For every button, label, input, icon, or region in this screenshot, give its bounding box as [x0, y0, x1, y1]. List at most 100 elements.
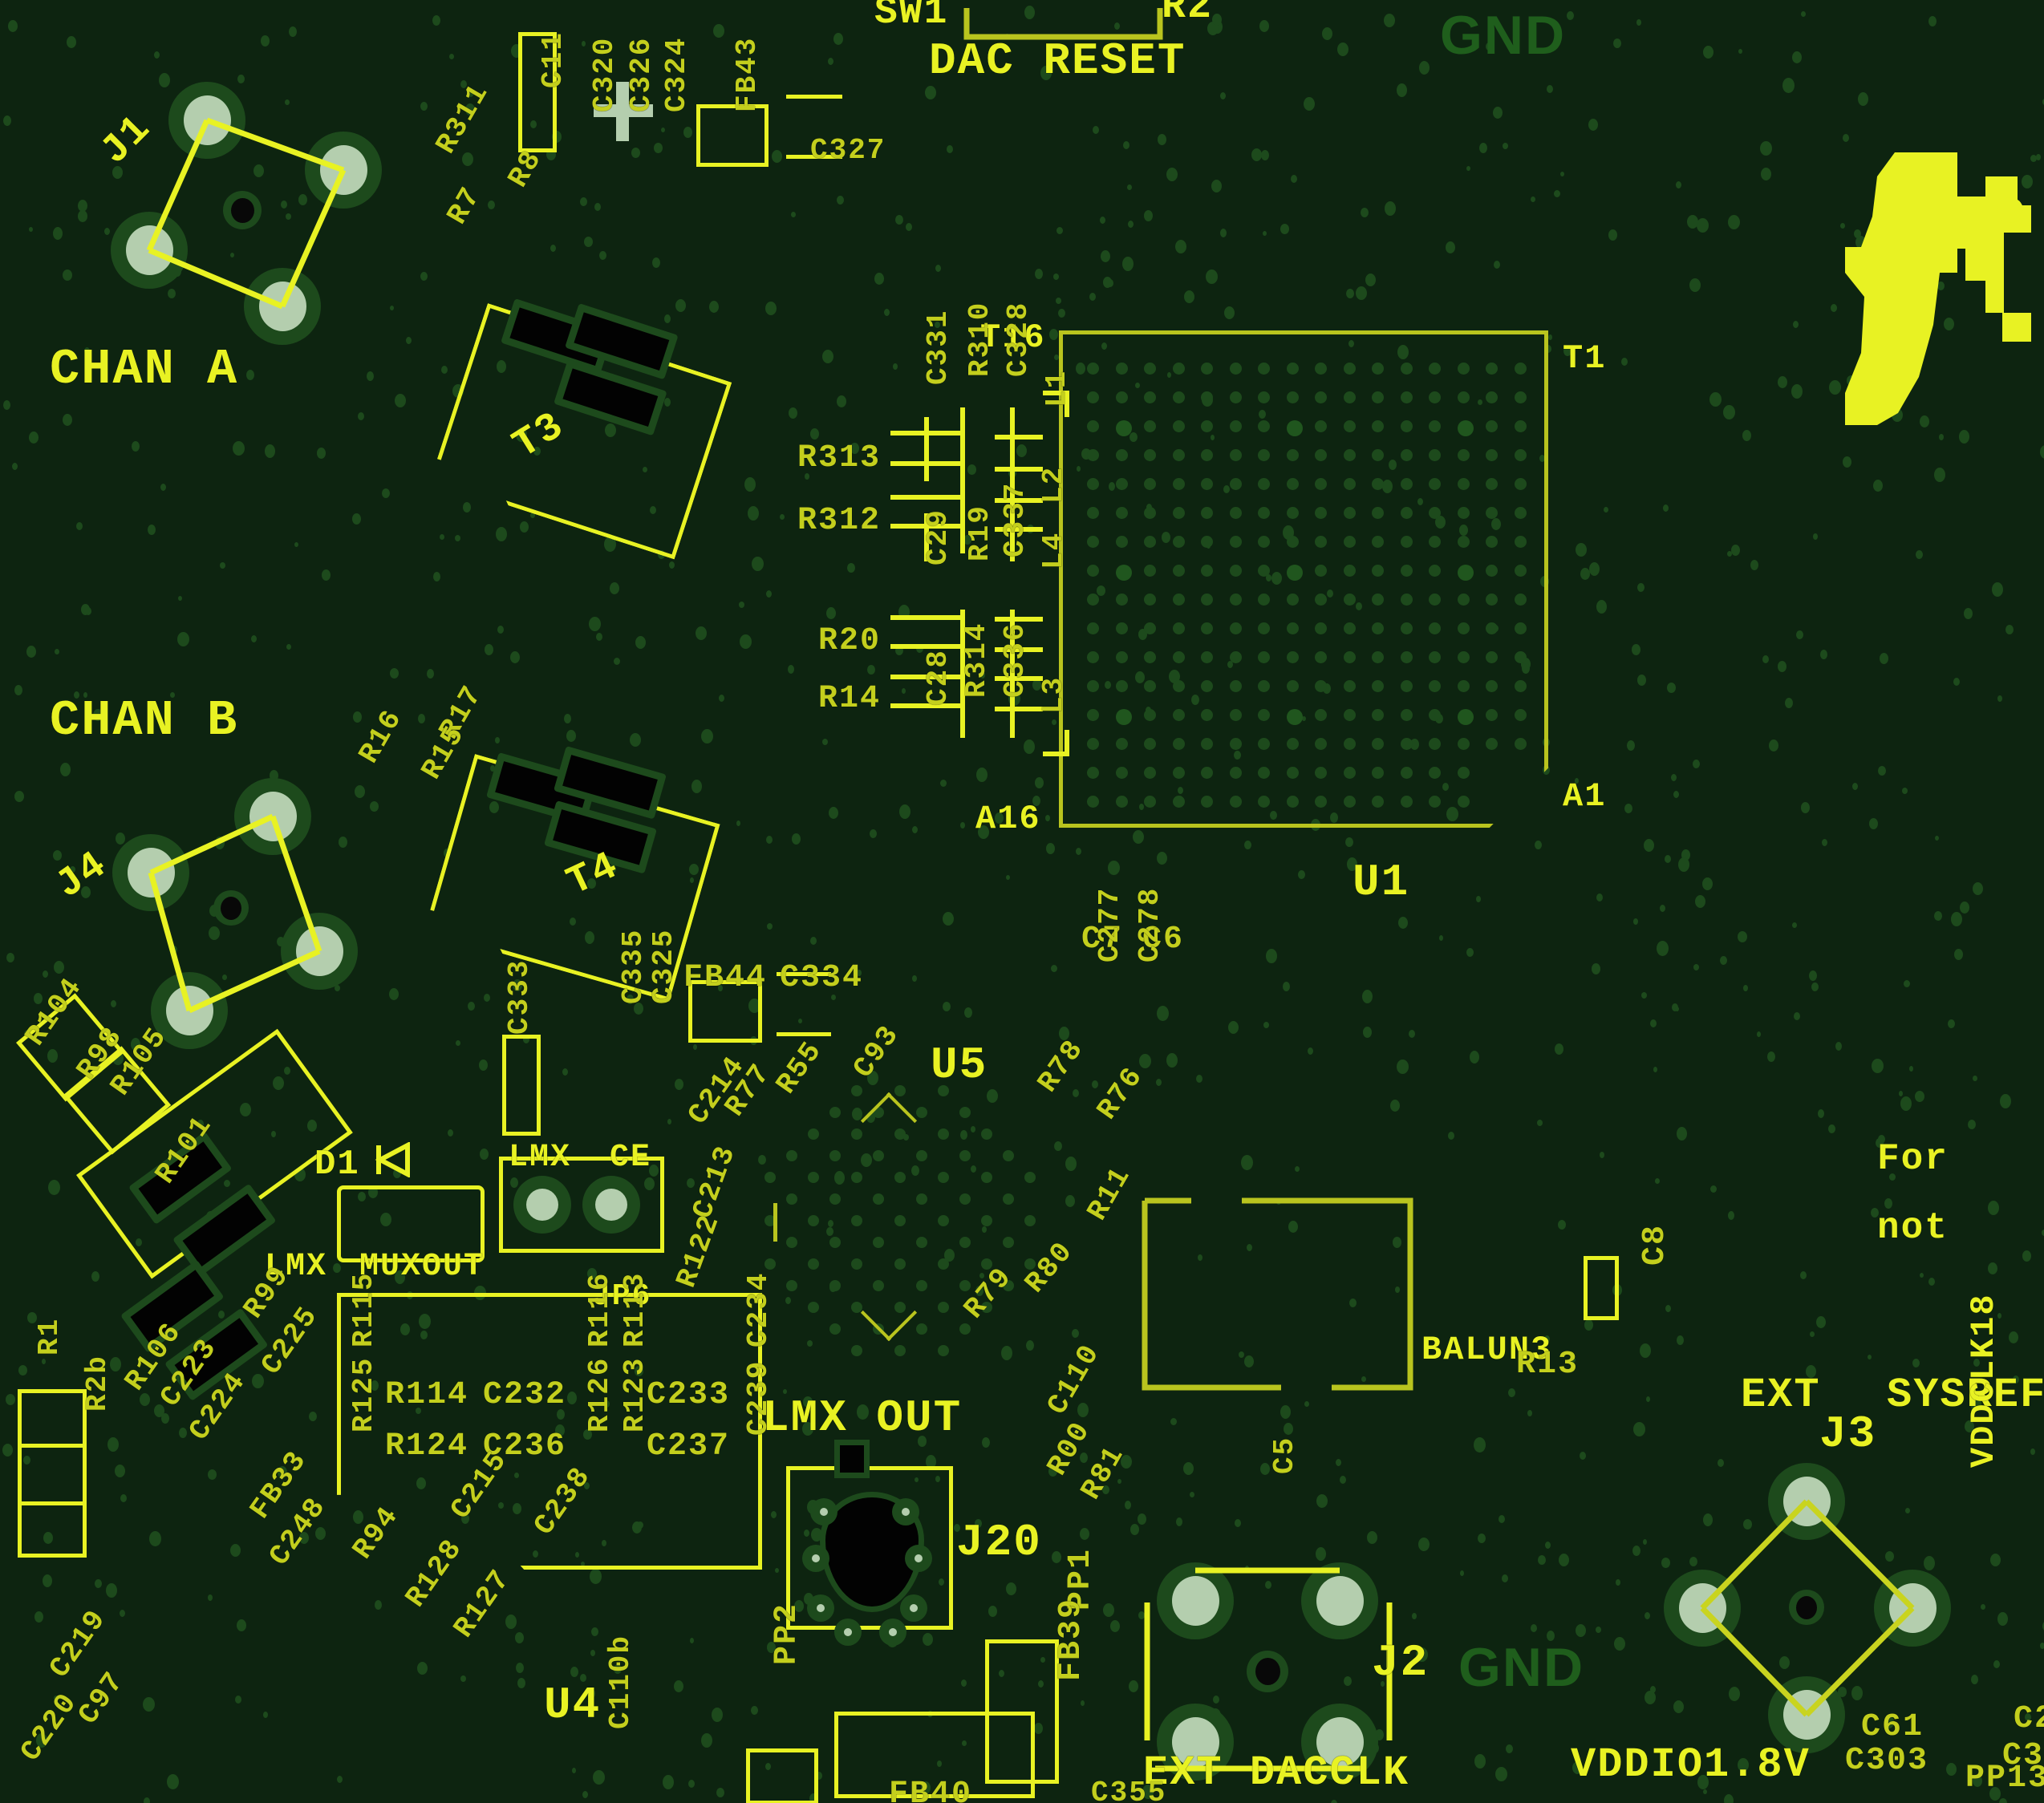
passive-label-r80: R80: [1018, 1234, 1081, 1300]
passive-label-c336: C336: [999, 622, 1032, 698]
passive-label-c239: C239: [742, 1359, 775, 1436]
passive-label-c234: C234: [742, 1271, 775, 1347]
j3-pad-2[interactable]: [1664, 1570, 1741, 1647]
net-label-gnd-bottom: GND: [1458, 1637, 1585, 1698]
refdes-t16: T16: [980, 318, 1046, 357]
j1-pad-3[interactable]: [111, 212, 188, 289]
passive-label-r76: R76: [1090, 1060, 1150, 1126]
passive-label-r79: R79: [957, 1260, 1020, 1326]
j20-tab: [834, 1440, 870, 1478]
passive-label-c232: C232: [483, 1377, 567, 1413]
passive-label-c325: C325: [647, 928, 680, 1004]
passive-label-c236: C236: [483, 1428, 567, 1465]
fb40-outline: [834, 1712, 1035, 1798]
diode-d1-symbol: [375, 1142, 410, 1177]
passive-label-r16: R16: [352, 703, 410, 769]
d1-body-outline: [337, 1185, 485, 1262]
passive-label-r13: R13: [1516, 1347, 1580, 1383]
passive-label-pp2: PP2: [769, 1602, 805, 1665]
j1-pad-4[interactable]: [244, 268, 321, 345]
function-label-vddclk18: VDDCLK18: [1965, 1293, 2003, 1468]
passive-label-c110b: C110b: [604, 1634, 637, 1729]
passive-label-l2: L2: [1037, 465, 1070, 504]
function-label-lmx-ce-1: LMX: [509, 1140, 572, 1176]
passive-label-r127: R127: [447, 1562, 518, 1644]
passive-label-r20: R20: [818, 623, 882, 659]
passive-label-r113: R113: [618, 1271, 651, 1347]
passive-label-c93: C93: [846, 1019, 906, 1084]
passive-label-c220: C220: [14, 1686, 85, 1768]
pp2-outline: [746, 1748, 818, 1803]
j3-pad-3[interactable]: [1874, 1570, 1951, 1647]
refdes-j3: J3: [1819, 1408, 1877, 1460]
passive-label-r123: R123: [618, 1356, 651, 1432]
passive-label-r124: R124: [385, 1428, 469, 1465]
passive-label-r11: R11: [1081, 1161, 1138, 1226]
passive-label-c335: C335: [617, 928, 650, 1004]
r1-r2-outline: [18, 1389, 87, 1558]
ic-u1-bga-package[interactable]: [1059, 330, 1548, 828]
j4-pad-2[interactable]: [112, 834, 189, 911]
passive-label-fb43: FB43: [731, 36, 764, 112]
function-label-for-line1: For: [1877, 1138, 1949, 1180]
j4-pad-3[interactable]: [281, 913, 358, 990]
passive-label-c237: C237: [647, 1428, 731, 1465]
net-label-gnd-top: GND: [1440, 5, 1567, 66]
passive-label-c334: C334: [780, 960, 864, 996]
refdes-t1: T1: [1563, 339, 1607, 378]
passive-label-c2: C2: [2014, 1701, 2044, 1737]
lmx-ce-pad-2[interactable]: [582, 1176, 640, 1234]
r1-divider-1: [18, 1444, 87, 1448]
passive-label-c233: C233: [647, 1377, 731, 1413]
passive-label-r15: R15: [415, 719, 472, 785]
passive-label-r314: R314: [960, 622, 993, 698]
j2-center-hole: [1247, 1651, 1288, 1692]
j4-pad-1[interactable]: [234, 778, 311, 855]
j2-pad-1[interactable]: [1157, 1562, 1234, 1639]
j3-pad-1[interactable]: [1768, 1463, 1845, 1540]
passive-label-c331: C331: [922, 309, 955, 385]
passive-label-l1: L1: [1040, 369, 1073, 407]
passive-label-c355: C355: [1091, 1777, 1167, 1803]
passive-label-r55: R55: [769, 1035, 829, 1100]
jp6-resistor-bank-outline: [337, 1293, 762, 1570]
passive-label-c8: C8: [1637, 1223, 1673, 1266]
passive-label-c29: C29: [922, 508, 955, 565]
passive-label-r310: R310: [963, 301, 996, 377]
passive-label-r313: R313: [797, 440, 882, 476]
cap-c11-outline: [518, 32, 557, 152]
function-label-dac-reset: DAC RESET: [929, 35, 1186, 87]
passive-label-c320: C320: [588, 36, 621, 112]
function-label-ext-dacclk: EXT DACCLK: [1143, 1749, 1410, 1797]
j2-pad-2[interactable]: [1301, 1562, 1378, 1639]
passive-label-pp13: PP13: [1965, 1760, 2044, 1797]
passive-label-r311: R311: [429, 77, 497, 160]
j1-pad-2[interactable]: [305, 132, 382, 209]
function-label-lmx-muxout-2: MUXOUT: [359, 1249, 485, 1285]
j20-connector-outline[interactable]: [786, 1466, 953, 1630]
passive-label-fb44: FB44: [683, 960, 768, 996]
refdes-u4: U4: [544, 1679, 602, 1731]
function-label-ext-sysref-2: SYSREF: [1887, 1371, 2044, 1419]
u5-corner-mark-bl: [860, 1310, 892, 1342]
function-label-lmx-ce-2: CE: [610, 1140, 652, 1176]
j1-pad-1[interactable]: [168, 82, 245, 159]
lmx-ce-header-outline[interactable]: [499, 1157, 664, 1253]
refdes-d1: D1: [314, 1145, 360, 1185]
refdes-r2: R2: [1162, 0, 1214, 30]
passive-label-c303: C303: [1845, 1743, 1929, 1779]
function-label-lmx-muxout-1: LMX: [265, 1249, 328, 1285]
passive-label-l4: L4: [1037, 531, 1070, 569]
function-label-lmx-out: LMX OUT: [762, 1392, 963, 1444]
passive-label-fb40: FB40: [889, 1777, 973, 1803]
fb44-outline: [688, 980, 762, 1043]
function-label-chan-a: CHAN A: [50, 341, 239, 398]
cap-c333-outline: [502, 1035, 541, 1136]
fiducial-cross-v: [616, 82, 629, 141]
lmx-ce-pad-1[interactable]: [513, 1176, 571, 1234]
passive-label-r1: R1: [33, 1317, 66, 1355]
passive-label-l3: L3: [1037, 675, 1070, 714]
passive-label-r14: R14: [818, 681, 882, 717]
r1-divider-2: [18, 1501, 87, 1505]
